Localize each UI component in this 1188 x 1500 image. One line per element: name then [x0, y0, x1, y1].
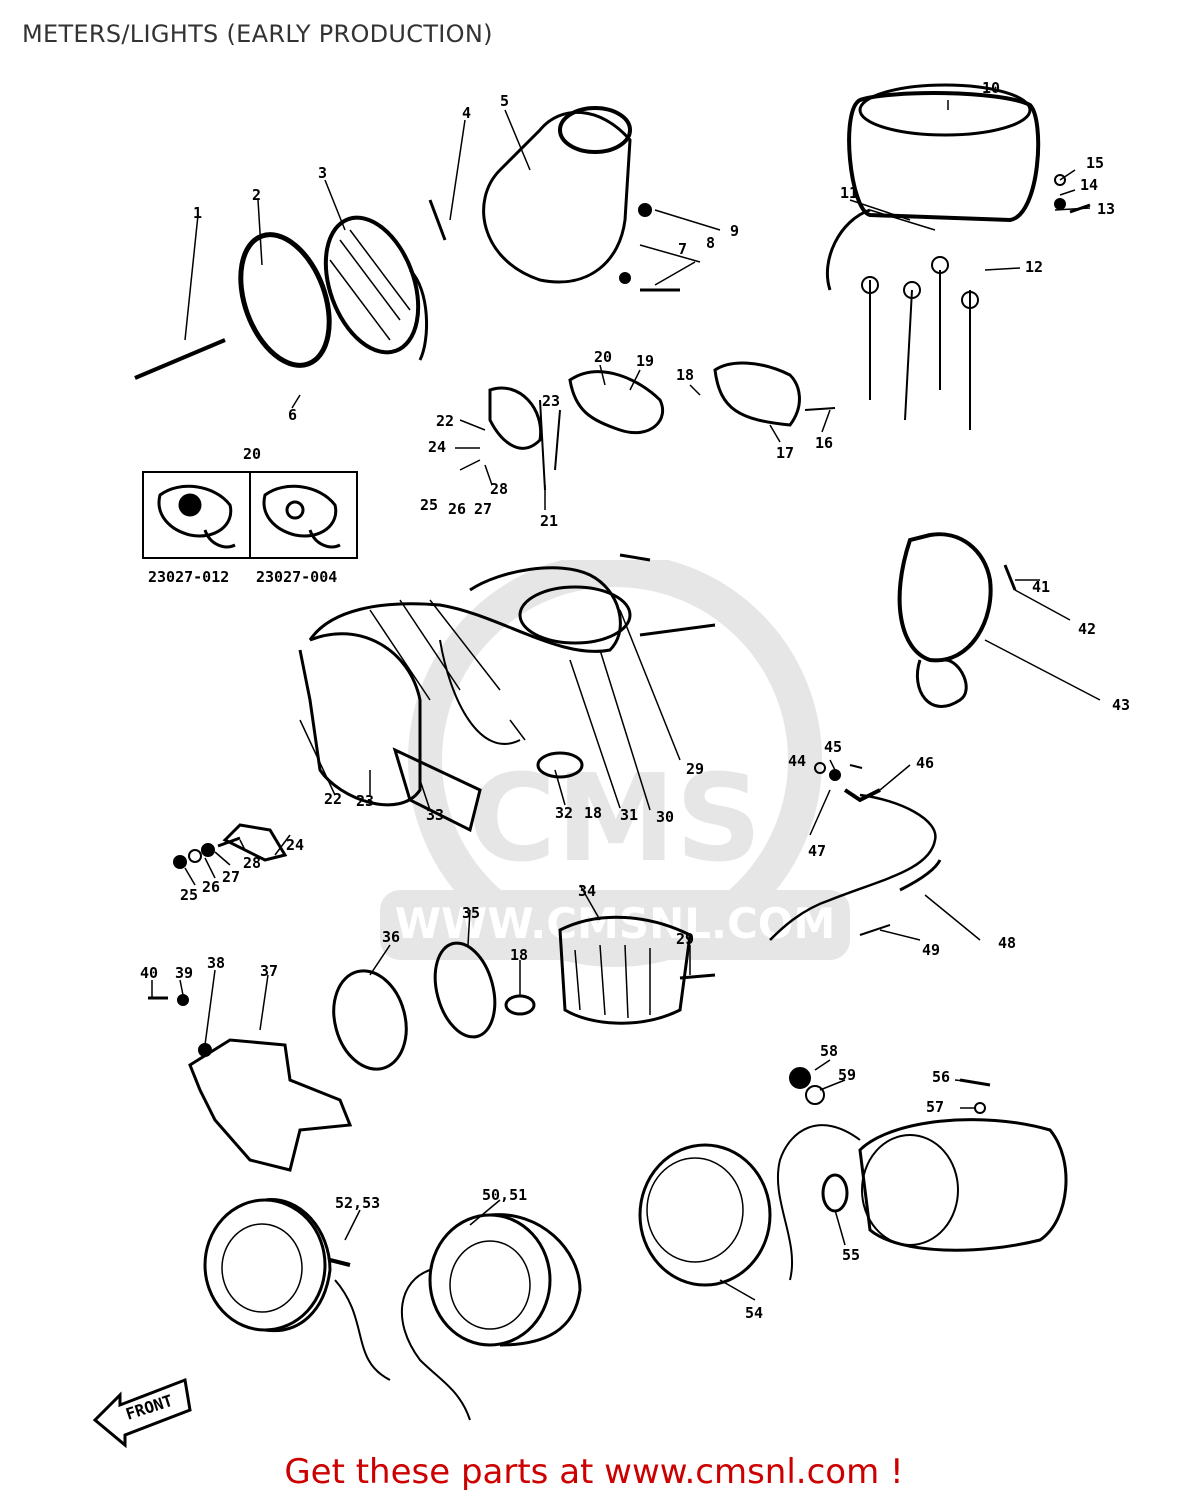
callout-1: 1: [193, 204, 202, 222]
callout-54: 54: [745, 1304, 763, 1322]
part-meter-10: [847, 91, 1041, 223]
callout-23b: 23: [356, 792, 374, 810]
callout-10: 10: [982, 79, 1000, 97]
callout-58: 58: [820, 1042, 838, 1060]
callout-14: 14: [1080, 176, 1098, 194]
part-blinker-52-53: [203, 1198, 327, 1332]
callout-28b: 28: [243, 854, 261, 872]
callout-38: 38: [207, 954, 225, 972]
callout-4: 4: [462, 104, 471, 122]
callout-20: 20: [594, 348, 612, 366]
callout-46: 46: [916, 754, 934, 772]
callout-27b: 27: [222, 868, 240, 886]
part-bolt-1: [134, 338, 226, 380]
callout-55: 55: [842, 1246, 860, 1264]
callout-56: 56: [932, 1068, 950, 1086]
callout-28: 28: [490, 480, 508, 498]
callout-47: 47: [808, 842, 826, 860]
callout-59: 59: [838, 1066, 856, 1084]
callout-40: 40: [140, 964, 158, 982]
part-base-36: [332, 969, 408, 1071]
callout-21: 21: [540, 512, 558, 530]
part-blinker-housing: [858, 1118, 1068, 1252]
callout-5: 5: [500, 92, 509, 110]
page-title: METERS/LIGHTS (EARLY PRODUCTION): [22, 20, 493, 48]
part-tail-17: [713, 361, 801, 427]
callout-36: 36: [382, 928, 400, 946]
inset-switch-left: [157, 484, 233, 538]
callout-labels: 1 2 3 4 5 6 7 8 9 10 11 12 13 14 15 16 1…: [140, 79, 1130, 1322]
part-bracket-23: [298, 632, 422, 807]
callout-22: 22: [436, 412, 454, 430]
part-bracket-37: [188, 1038, 353, 1172]
part-gasket-35: [433, 941, 497, 1039]
callout-50-51: 50,51: [482, 1186, 527, 1204]
callout-22b: 22: [324, 790, 342, 808]
part-plate-33: [392, 747, 482, 833]
callout-52-53: 52,53: [335, 1194, 380, 1212]
callout-39: 39: [175, 964, 193, 982]
part-blinker-50-51: [428, 1213, 552, 1347]
callout-30: 30: [656, 808, 674, 826]
callout-18b: 18: [584, 804, 602, 822]
callout-8: 8: [706, 234, 715, 252]
callout-7: 7: [678, 240, 687, 258]
callout-42: 42: [1078, 620, 1096, 638]
callout-24b: 24: [286, 836, 304, 854]
callout-13: 13: [1097, 200, 1115, 218]
inset-part-left: 23027-012: [148, 568, 229, 586]
part-reflector-24: [222, 823, 288, 862]
callout-32: 32: [555, 804, 573, 822]
part-housing-5: [482, 110, 632, 284]
part-rim-2: [238, 232, 332, 368]
callout-26b: 26: [202, 878, 220, 896]
callout-25b: 25: [180, 886, 198, 904]
callout-11: 11: [840, 184, 858, 202]
callout-34: 34: [578, 882, 596, 900]
part-blinker-54: [638, 1143, 772, 1287]
callout-31: 31: [620, 806, 638, 824]
callout-2: 2: [252, 186, 261, 204]
inset-switch-right: [262, 484, 338, 538]
callout-35: 35: [462, 904, 480, 922]
part-lens-34: [558, 915, 692, 1025]
callout-17: 17: [776, 444, 794, 462]
callout-9: 9: [730, 222, 739, 240]
callout-27: 27: [474, 500, 492, 518]
callout-37: 37: [260, 962, 278, 980]
callout-12: 12: [1025, 258, 1043, 276]
callout-23: 23: [542, 392, 560, 410]
callout-49: 49: [922, 941, 940, 959]
callout-44: 44: [788, 752, 806, 770]
callout-45: 45: [824, 738, 842, 756]
callout-18: 18: [676, 366, 694, 384]
front-arrow: FRONT: [92, 1377, 192, 1449]
callout-24: 24: [428, 438, 446, 456]
inset-label: 20: [243, 445, 261, 463]
part-horn-43: [897, 532, 993, 663]
callout-18c: 18: [510, 946, 528, 964]
footer-link[interactable]: Get these parts at www.cmsnl.com !: [284, 1452, 904, 1492]
callout-57: 57: [926, 1098, 944, 1116]
inset-part-right: 23027-004: [256, 568, 337, 586]
callout-29b: 29: [676, 930, 694, 948]
callout-16: 16: [815, 434, 833, 452]
callout-43: 43: [1112, 696, 1130, 714]
callout-29: 29: [686, 760, 704, 778]
callout-6: 6: [288, 406, 297, 424]
callout-25: 25: [420, 496, 438, 514]
callout-19: 19: [636, 352, 654, 370]
callout-48: 48: [998, 934, 1016, 952]
callout-3: 3: [318, 164, 327, 182]
callout-26: 26: [448, 500, 466, 518]
callout-33: 33: [426, 806, 444, 824]
callout-41: 41: [1032, 578, 1050, 596]
callout-15: 15: [1086, 154, 1104, 172]
